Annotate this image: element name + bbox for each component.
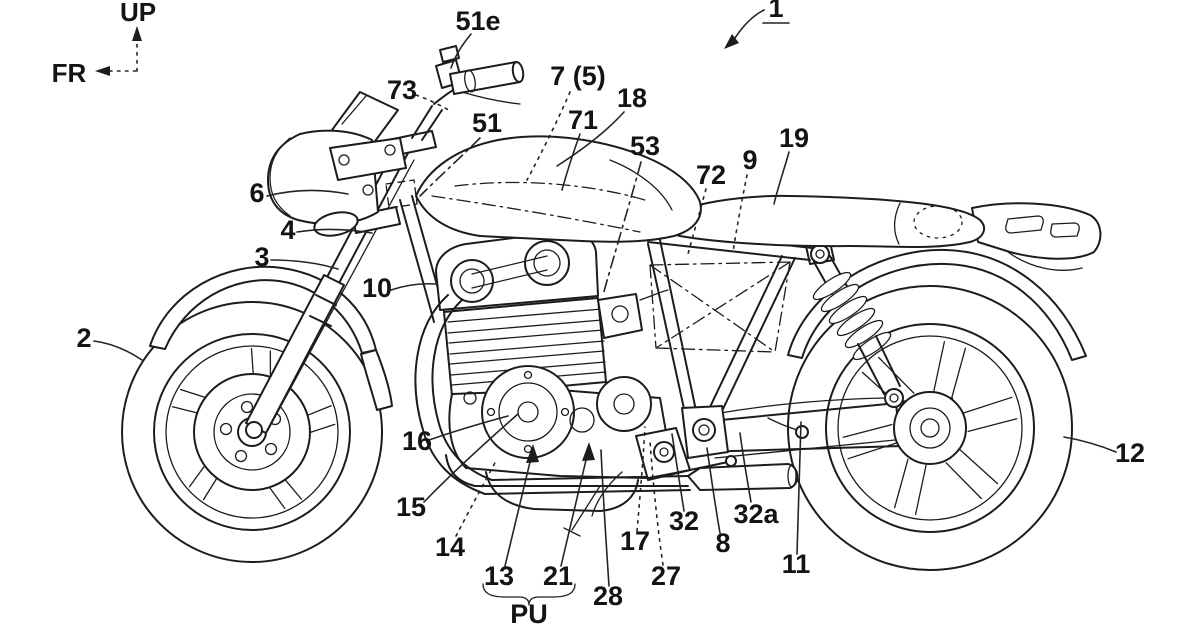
foot-controls: [563, 417, 809, 537]
ref-label-73: 73: [387, 75, 417, 105]
leader-line-32a: [739, 432, 752, 503]
rear-hub: [893, 391, 967, 465]
frame: [399, 181, 813, 487]
ref-label-19: 19: [779, 123, 809, 153]
leader-line-75: [526, 91, 571, 181]
leader-line-3: [270, 259, 339, 270]
ref-label-16: 16: [402, 426, 432, 456]
power-unit-group: PU: [482, 583, 576, 629]
reference-labels: 51e 73 51 7 (5) 71 18 53 72 9 19 643 10 2 16 15 14 13 21 2…: [76, 6, 1145, 611]
rear-wheel: [787, 285, 1073, 571]
leader-line-19: [773, 151, 790, 205]
leader-line-12: [1063, 436, 1117, 453]
leader-line-18: [556, 111, 625, 167]
ref-label-13: 13: [484, 561, 514, 591]
ref-label-32: 32: [669, 506, 699, 536]
leader-line-8: [706, 447, 721, 534]
up-label: UP: [120, 0, 156, 27]
exhaust: [414, 294, 799, 495]
ref-label-71: 71: [568, 105, 598, 135]
leader-line-13: [504, 461, 531, 567]
ref-label-2: 2: [76, 323, 91, 353]
ref-label-72: 72: [696, 160, 726, 190]
leader-line-11: [796, 421, 802, 555]
leader-line-51e: [450, 33, 472, 69]
figure-number-arrowhead: [724, 34, 739, 49]
ref-label-51: 51: [472, 108, 502, 138]
leader-line-14: [455, 458, 498, 537]
leader-line-4: [296, 228, 373, 234]
leader-line-10: [390, 282, 437, 291]
pu-label: PU: [510, 599, 548, 629]
leader-line-28: [600, 449, 610, 587]
ref-label-8: 8: [715, 528, 730, 558]
leader-line-16: [428, 415, 509, 441]
ref-label-3: 3: [254, 242, 269, 272]
leader-line-51: [419, 137, 481, 197]
up-arrowhead: [132, 26, 142, 41]
figure-number: 1: [768, 0, 783, 23]
ref-label-15: 15: [396, 492, 426, 522]
ref-label-32a: 32a: [733, 499, 779, 529]
leader-line-32: [671, 433, 685, 512]
motorcycle-art: [121, 45, 1102, 571]
orientation-indicator: UP FR: [52, 0, 156, 88]
ref-label-9: 9: [742, 145, 757, 175]
ref-label-11: 11: [782, 549, 811, 579]
handlebar: [411, 45, 525, 141]
leader-line-2: [93, 340, 143, 361]
ref-label-14: 14: [435, 532, 465, 562]
ref-label-51e: 51e: [455, 6, 500, 36]
ref-label-27: 27: [651, 561, 681, 591]
tail-section: [971, 202, 1102, 271]
ref-label-28: 28: [593, 581, 623, 611]
leader-line-72: [687, 188, 707, 255]
ref-label-4: 4: [280, 215, 295, 245]
ref-label-17: 17: [620, 526, 650, 556]
fuel-tank: [415, 135, 702, 243]
figure-number-arrow-line: [734, 9, 765, 39]
ref-label-75: 7 (5): [550, 61, 606, 91]
ref-label-18: 18: [617, 83, 647, 113]
leader-line-21: [560, 459, 587, 567]
ref-label-12: 12: [1115, 438, 1145, 468]
ref-label-10: 10: [362, 273, 392, 303]
engine: [435, 230, 669, 512]
leader-line-71: [561, 133, 581, 191]
rear-fender: [787, 248, 1087, 361]
fr-label: FR: [52, 58, 87, 88]
seat: [654, 194, 986, 248]
arrowhead-13: [526, 444, 539, 463]
ref-label-53: 53: [630, 131, 660, 161]
leader-line-15: [423, 413, 519, 503]
arrowhead-21: [582, 442, 595, 461]
figure-reference: 1: [724, 0, 790, 49]
leader-line-9: [732, 174, 748, 253]
rear-shock: [805, 241, 904, 408]
ref-label-21: 21: [543, 561, 573, 591]
pu-brace: [482, 583, 576, 606]
leader-line-53: [602, 161, 642, 296]
leader-line-17: [636, 426, 646, 532]
fr-arrowhead: [95, 66, 110, 76]
leader-line-6: [266, 189, 349, 197]
ref-label-6: 6: [249, 178, 264, 208]
headlight: [267, 129, 407, 237]
